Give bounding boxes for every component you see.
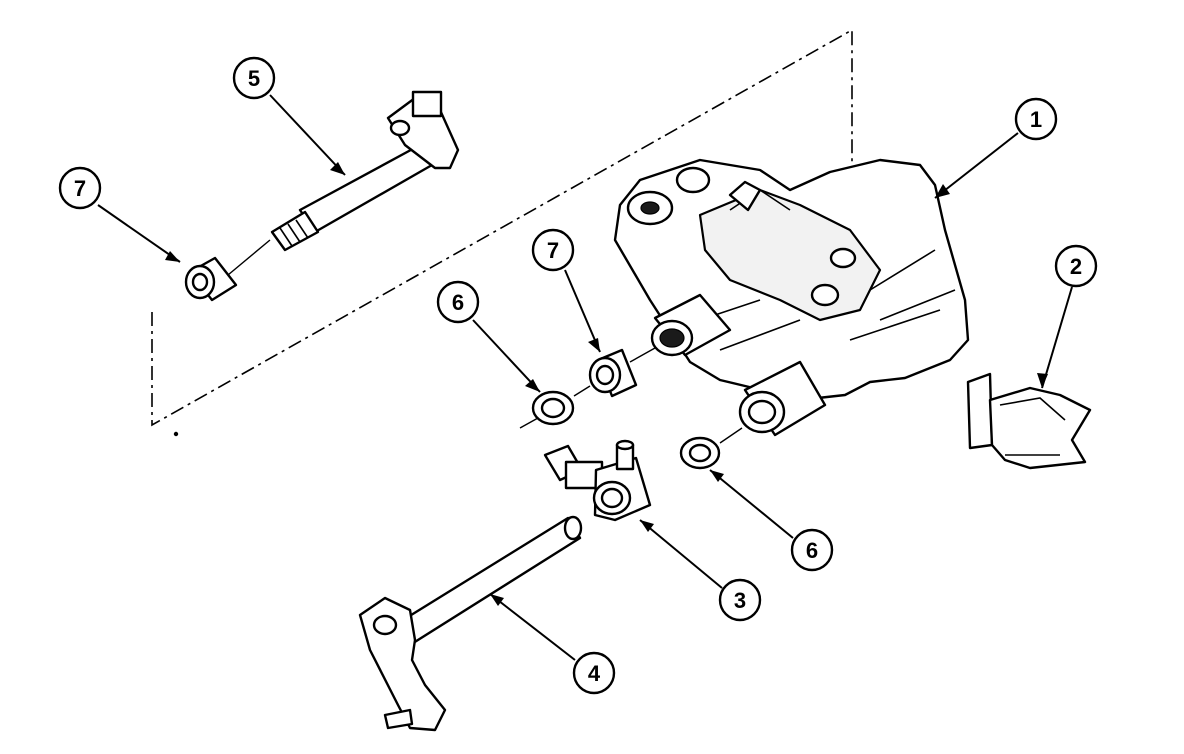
part-clip [966, 372, 1092, 470]
part-lever-block [543, 439, 652, 522]
callout-1: 1 [1014, 97, 1058, 141]
callout-7-left: 7 [58, 166, 102, 210]
callout-label: 7 [74, 176, 86, 201]
callout-label: 6 [806, 538, 818, 563]
part-seal-ring-lower [679, 436, 721, 470]
callout-5: 5 [232, 56, 276, 100]
callout-4: 4 [572, 651, 616, 695]
assembly-dashed-path [151, 28, 853, 437]
callout-label: 2 [1070, 254, 1082, 279]
part-bushing-middle [588, 348, 638, 398]
part-seal-ring-upper [531, 390, 575, 426]
part-shaft-lever [358, 515, 583, 732]
callout-7-middle: 7 [531, 228, 575, 272]
leader-lines [97, 94, 1073, 661]
part-housing-bracket [613, 158, 970, 437]
callout-label: 4 [588, 661, 601, 686]
assembly-axis-lines [227, 239, 743, 444]
part-threaded-pin [270, 90, 460, 252]
callout-label: 1 [1030, 107, 1042, 132]
callout-label: 3 [734, 588, 746, 613]
callout-label: 7 [547, 238, 559, 263]
callout-6-lower: 6 [790, 528, 834, 572]
callout-label: 6 [452, 290, 464, 315]
part-bushing-left [184, 256, 238, 302]
callout-label: 5 [248, 66, 260, 91]
callout-3: 3 [718, 578, 762, 622]
callout-2: 2 [1054, 244, 1098, 288]
callout-6-upper: 6 [436, 280, 480, 324]
